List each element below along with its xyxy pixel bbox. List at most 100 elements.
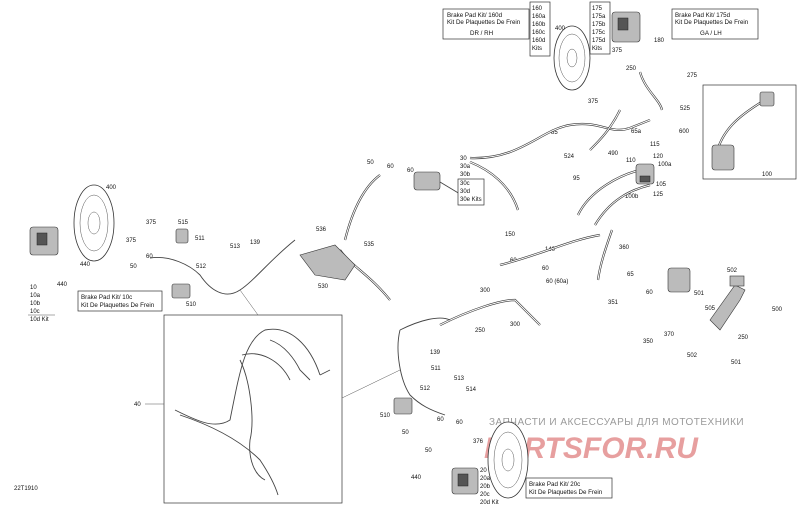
svg-text:150: 150 [505, 232, 516, 238]
rear-bracket-510 [393, 397, 413, 415]
svg-text:50: 50 [402, 430, 409, 436]
rear-right-caliper [667, 267, 691, 293]
svg-text:105: 105 [656, 182, 667, 188]
svg-text:250: 250 [626, 66, 637, 72]
front-left-caliper [29, 226, 59, 256]
rear-brake-disc [487, 421, 529, 499]
rh-brake-pad-kit-box: Brake Pad Kit/ 160d Kit De Plaquettes De… [442, 8, 530, 40]
svg-text:250: 250 [475, 328, 486, 334]
svg-text:85: 85 [551, 130, 558, 136]
svg-text:512: 512 [420, 386, 431, 392]
svg-text:376: 376 [473, 439, 484, 445]
svg-text:30: 30 [460, 156, 467, 162]
svg-text:375: 375 [126, 238, 137, 244]
svg-text:30c: 30c [460, 181, 470, 187]
svg-text:351: 351 [608, 300, 619, 306]
svg-text:502: 502 [727, 268, 738, 274]
front-right-caliper [611, 11, 641, 43]
svg-text:30d: 30d [460, 189, 470, 195]
svg-text:300: 300 [480, 288, 491, 294]
rear-master-cylinder [635, 163, 655, 185]
svg-text:30a: 30a [460, 164, 471, 170]
svg-text:513: 513 [454, 376, 465, 382]
svg-text:GA / LH: GA / LH [700, 30, 722, 37]
svg-text:511: 511 [195, 236, 205, 242]
svg-text:Brake Pad Kit/ 20c: Brake Pad Kit/ 20c [529, 481, 580, 488]
svg-text:Kit De Plaquettes De Frein: Kit De Plaquettes De Frein [447, 19, 521, 26]
svg-text:Kit De Plaquettes De Frein: Kit De Plaquettes De Frein [81, 302, 155, 309]
svg-text:515: 515 [178, 220, 189, 226]
svg-text:440: 440 [57, 282, 68, 288]
svg-text:505: 505 [705, 306, 716, 312]
svg-text:30b: 30b [460, 172, 471, 178]
svg-text:139: 139 [430, 350, 441, 356]
svg-text:375: 375 [146, 220, 157, 226]
front-right-brake-disc [553, 25, 591, 91]
svg-text:275: 275 [687, 73, 698, 79]
svg-text:Kits: Kits [532, 46, 542, 52]
svg-text:510: 510 [186, 302, 197, 308]
svg-text:60: 60 [407, 168, 414, 174]
svg-text:Brake Pad Kit/ 10c: Brake Pad Kit/ 10c [81, 294, 132, 301]
svg-text:Kit De Plaquettes De Frein: Kit De Plaquettes De Frein [529, 489, 603, 496]
svg-text:160d: 160d [532, 38, 545, 44]
svg-text:490: 490 [608, 151, 619, 157]
svg-text:501: 501 [731, 360, 742, 366]
brake-pedal [709, 275, 746, 331]
svg-text:513: 513 [230, 244, 241, 250]
svg-text:175d: 175d [592, 38, 605, 44]
svg-text:30e Kits: 30e Kits [460, 197, 482, 203]
front-left-bracket [171, 228, 191, 299]
rear-brake-pad-kit-box: Brake Pad Kit/ 20c Kit De Plaquettes De … [525, 477, 613, 499]
svg-text:536: 536 [316, 227, 327, 233]
svg-text:20a: 20a [480, 476, 491, 482]
svg-text:Kits: Kits [592, 46, 602, 52]
lh-brake-pad-kit-box: Brake Pad Kit/ 175d Kit De Plaquettes De… [671, 8, 759, 40]
callout-400: 400 [555, 26, 566, 32]
svg-text:180: 180 [654, 38, 665, 44]
svg-text:160c: 160c [532, 30, 545, 36]
svg-text:100b: 100b [625, 194, 639, 200]
svg-text:502: 502 [687, 353, 698, 359]
svg-text:60: 60 [146, 254, 153, 260]
svg-text:Kit De Plaquettes De Frein: Kit De Plaquettes De Frein [675, 19, 749, 26]
svg-text:525: 525 [680, 106, 691, 112]
svg-text:110: 110 [626, 158, 636, 164]
svg-text:501: 501 [694, 291, 705, 297]
svg-text:535: 535 [364, 242, 375, 248]
svg-text:370: 370 [664, 332, 675, 338]
svg-text:10: 10 [30, 285, 37, 291]
svg-text:60: 60 [437, 417, 444, 423]
svg-text:400: 400 [106, 185, 117, 191]
svg-text:160b: 160b [532, 22, 546, 28]
rear-kit-list: 20 20a 20b 20c 20d Kit [480, 468, 499, 506]
svg-text:95: 95 [573, 176, 580, 182]
svg-text:440: 440 [80, 262, 91, 268]
svg-text:60: 60 [646, 290, 653, 296]
svg-text:530: 530 [318, 284, 329, 290]
svg-text:524: 524 [564, 154, 575, 160]
svg-text:300: 300 [510, 322, 521, 328]
detail-inset-top-right: 100 [702, 84, 797, 180]
svg-text:20: 20 [480, 468, 487, 474]
svg-text:60 (60a): 60 (60a) [546, 279, 568, 285]
svg-text:20c: 20c [480, 492, 490, 498]
svg-text:175: 175 [592, 6, 603, 12]
svg-text:Brake Pad Kit/ 175d: Brake Pad Kit/ 175d [675, 12, 731, 19]
svg-text:10c: 10c [30, 309, 40, 315]
svg-text:511: 511 [431, 366, 441, 372]
rh-kit-list: 160 160a 160b 160c 160d Kits [529, 1, 551, 57]
svg-text:DR / RH: DR / RH [470, 30, 493, 37]
svg-text:360: 360 [619, 245, 630, 251]
svg-text:50: 50 [130, 264, 137, 270]
front-left-kit-list: 10 10a 10b 10c 10d Kit [28, 285, 55, 323]
svg-text:375: 375 [612, 48, 623, 54]
svg-text:250: 250 [738, 335, 749, 341]
front-left-brake-pad-kit-box: Brake Pad Kit/ 10c Kit De Plaquettes De … [77, 290, 163, 312]
svg-text:60: 60 [387, 164, 394, 170]
lh-kit-list: 175 175a 175b 175c 175d Kits [589, 1, 611, 55]
front-left-brake-disc [73, 184, 115, 262]
harness-inset-box [163, 314, 343, 504]
